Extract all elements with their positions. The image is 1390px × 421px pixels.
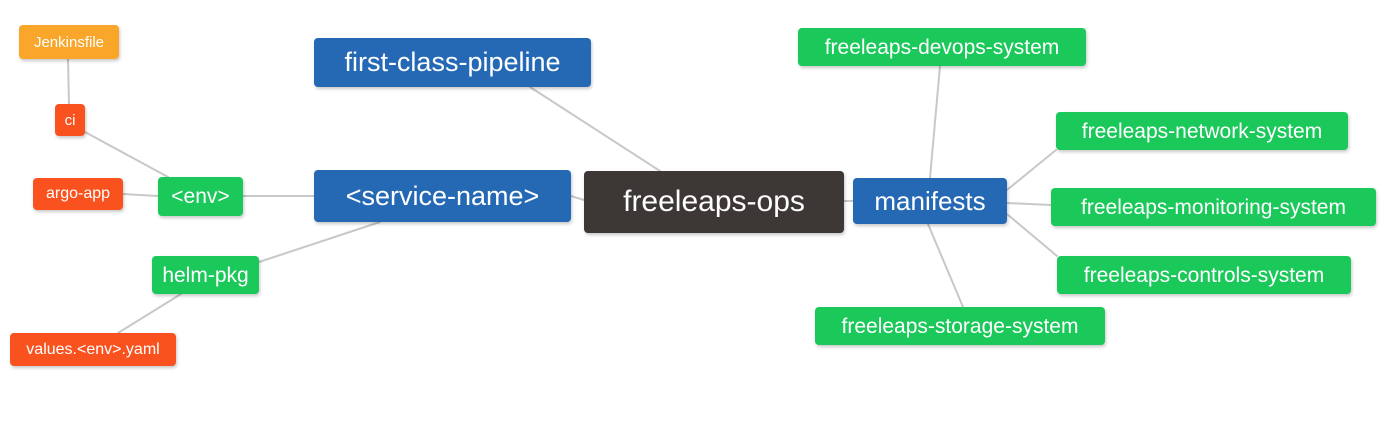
node-label-ci: ci: [64, 111, 76, 129]
node-label-env: <env>: [171, 185, 230, 208]
node-devops-system[interactable]: freeleaps-devops-system: [798, 28, 1086, 66]
node-label-manifests: manifests: [874, 186, 986, 216]
node-env[interactable]: <env>: [158, 177, 243, 216]
node-ci[interactable]: ci: [55, 104, 85, 136]
node-label-service-name: <service-name>: [345, 180, 540, 211]
edge-root-service: [570, 195, 585, 201]
node-storage-system[interactable]: freeleaps-storage-system: [815, 307, 1105, 345]
node-label-root: freeleaps-ops: [623, 185, 805, 218]
edge-manifests-monitoring: [1006, 202, 1052, 206]
node-label-monitoring-system: freeleaps-monitoring-system: [1081, 195, 1346, 219]
node-label-helm-pkg: helm-pkg: [162, 263, 249, 287]
node-service-name[interactable]: <service-name>: [314, 170, 571, 222]
node-label-devops-system: freeleaps-devops-system: [824, 35, 1060, 59]
edge-manifests-controls: [1006, 213, 1058, 257]
node-helm-pkg[interactable]: helm-pkg: [152, 256, 259, 294]
node-label-network-system: freeleaps-network-system: [1081, 119, 1323, 143]
node-label-jenkinsfile: Jenkinsfile: [33, 33, 105, 51]
node-controls-system[interactable]: freeleaps-controls-system: [1057, 256, 1351, 294]
edge-manifests-network: [1006, 149, 1057, 191]
node-first-class-pipeline[interactable]: first-class-pipeline: [314, 38, 591, 87]
node-network-system[interactable]: freeleaps-network-system: [1056, 112, 1348, 150]
node-manifests[interactable]: manifests: [853, 178, 1007, 224]
node-monitoring-system[interactable]: freeleaps-monitoring-system: [1051, 188, 1376, 226]
edge-ci-jenkinsfile: [67, 58, 70, 105]
edge-helm-values: [117, 293, 182, 334]
edge-manifests-devops: [929, 65, 941, 179]
node-values-yaml[interactable]: values.<env>.yaml: [10, 333, 176, 366]
node-label-storage-system: freeleaps-storage-system: [841, 314, 1079, 338]
edge-env-ci: [84, 131, 169, 178]
node-label-controls-system: freeleaps-controls-system: [1083, 263, 1325, 287]
node-label-values-yaml: values.<env>.yaml: [26, 340, 160, 358]
node-label-argo-app: argo-app: [45, 185, 111, 202]
edge-service-pipeline: [529, 86, 661, 172]
edge-service-helm: [258, 221, 381, 263]
edge-env-argo: [122, 193, 159, 197]
node-label-first-class-pipeline: first-class-pipeline: [344, 47, 561, 77]
edge-manifests-storage: [927, 223, 964, 308]
node-root[interactable]: freeleaps-ops: [584, 171, 844, 233]
node-jenkinsfile[interactable]: Jenkinsfile: [19, 25, 119, 59]
node-argo-app[interactable]: argo-app: [33, 178, 123, 210]
